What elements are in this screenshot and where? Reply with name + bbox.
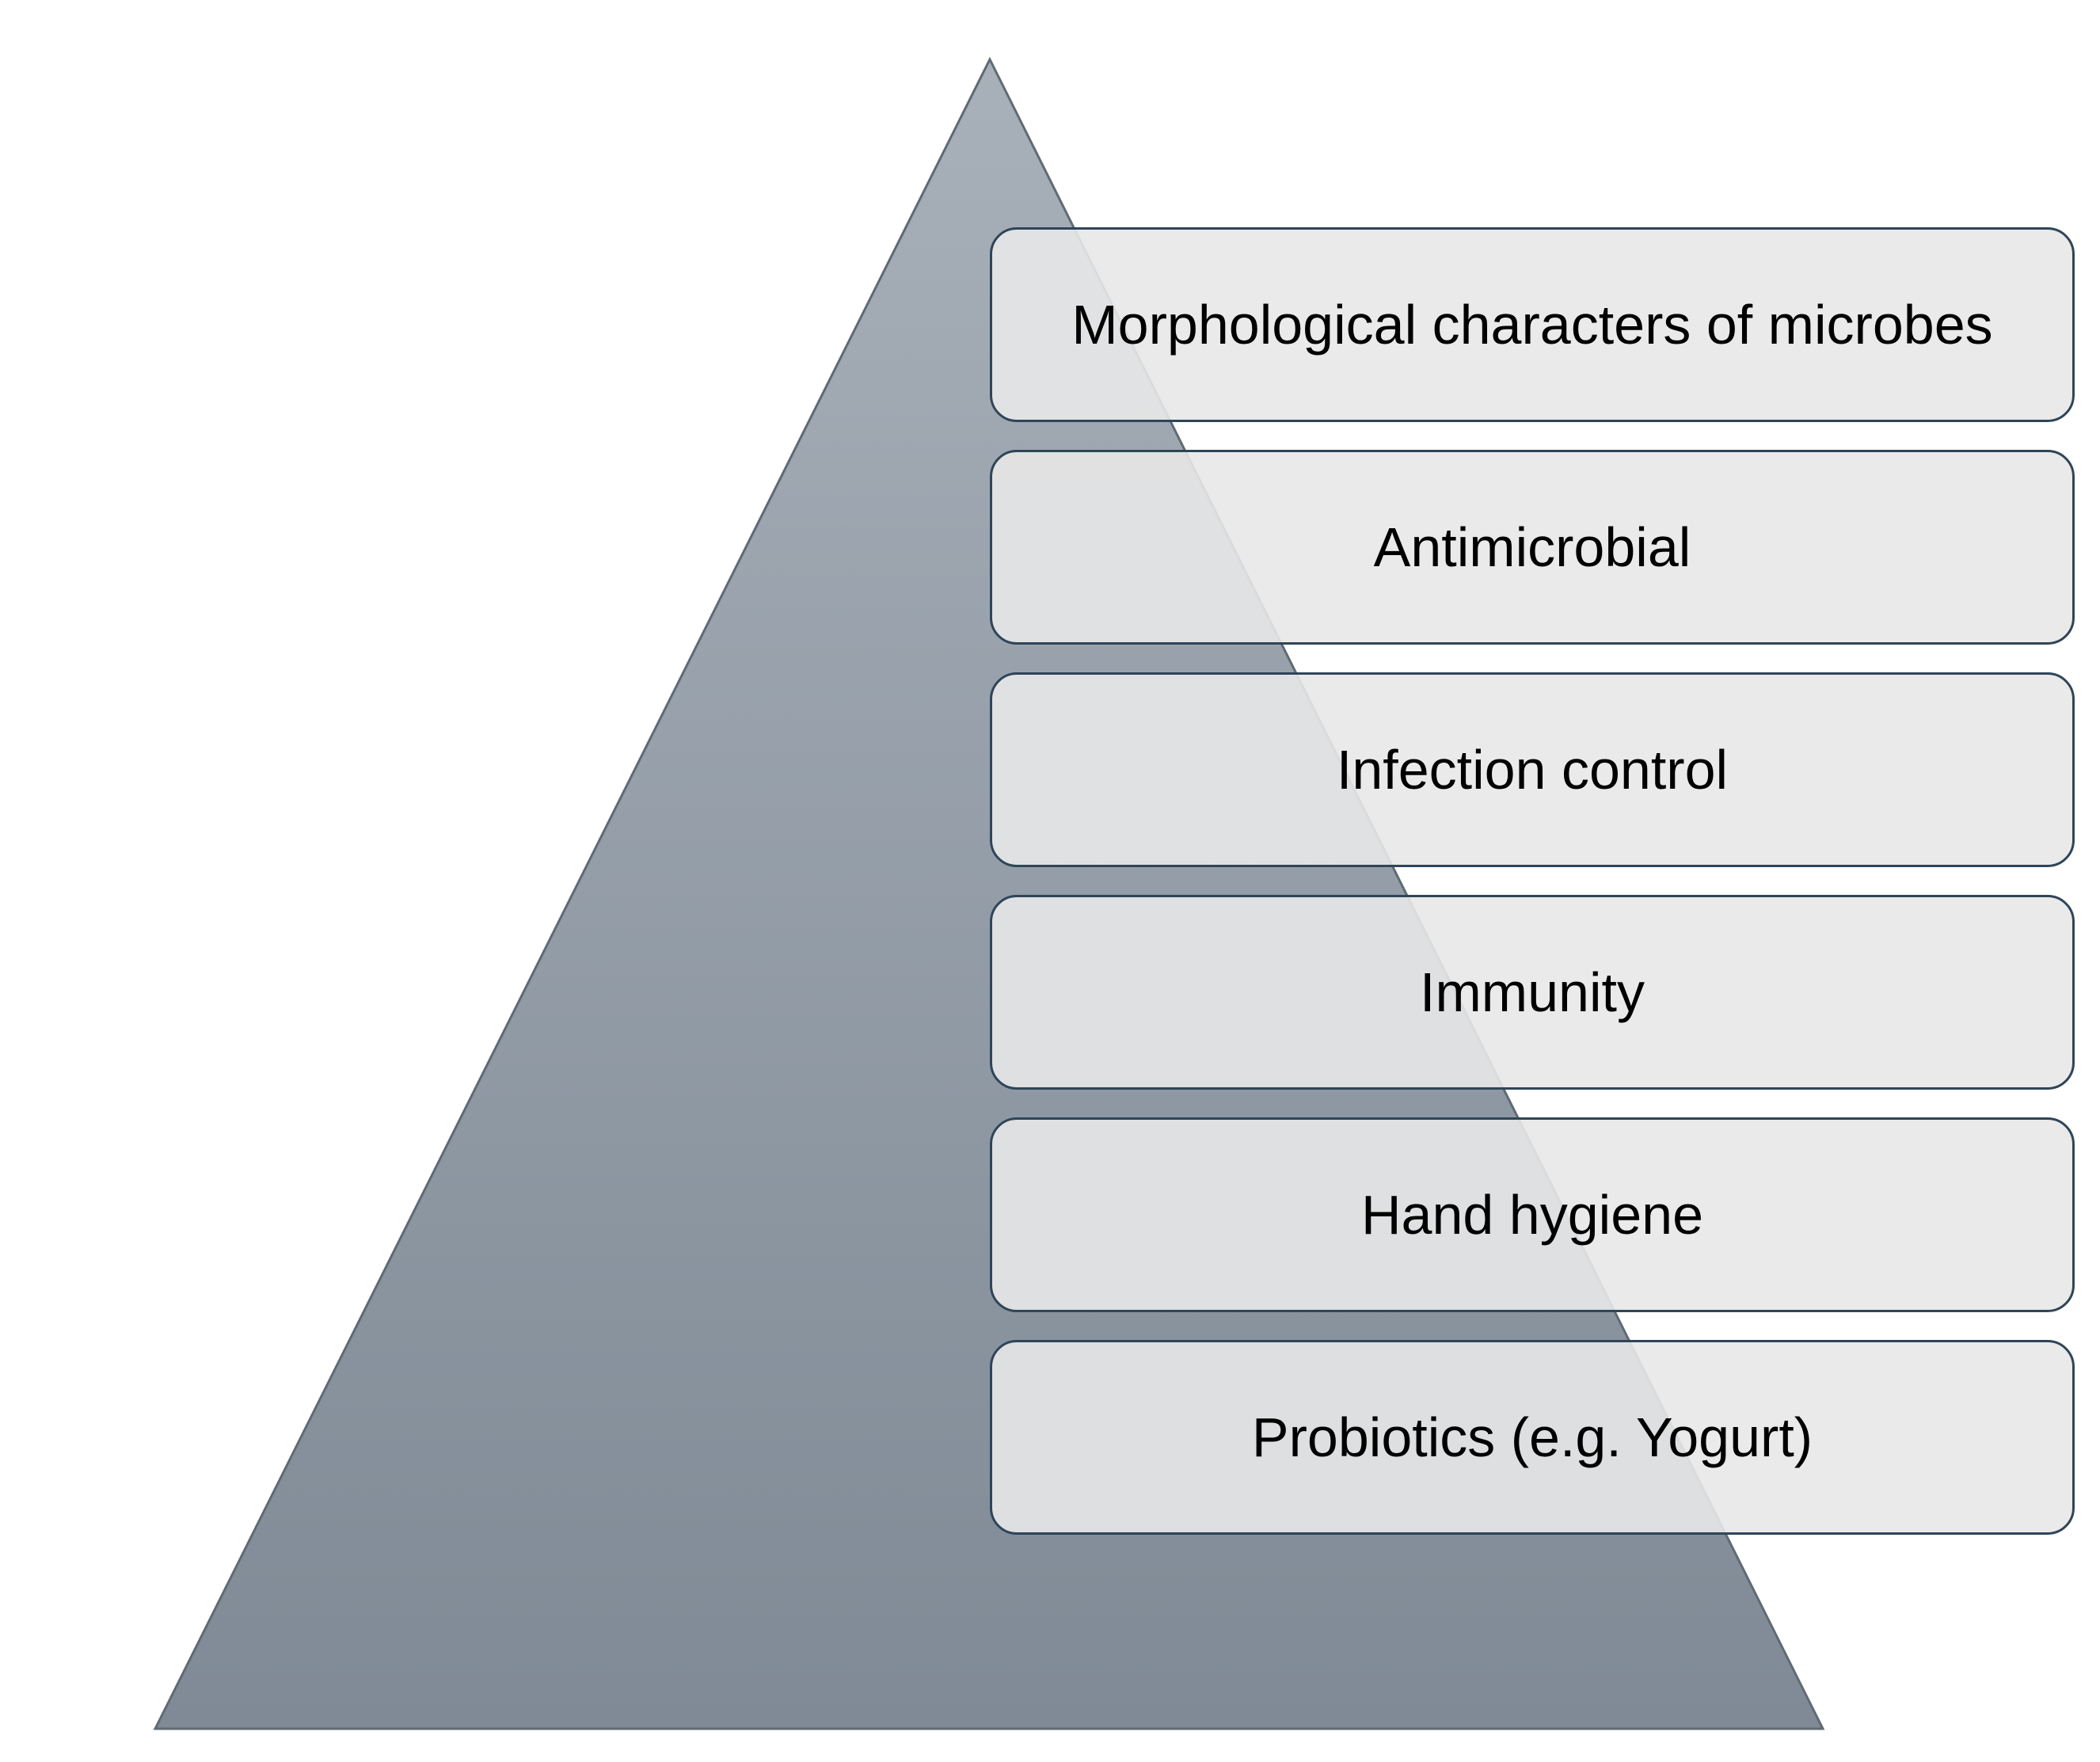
tier-label: Immunity <box>1420 961 1645 1023</box>
tier-box-morphological-characters: Morphological characters of microbes <box>990 227 2075 422</box>
tier-box-antimicrobial: Antimicrobial <box>990 450 2075 645</box>
tier-label: Infection control <box>1336 739 1729 801</box>
tier-box-infection-control: Infection control <box>990 672 2075 867</box>
tier-box-immunity: Immunity <box>990 895 2075 1090</box>
tier-box-probiotics: Probiotics (e.g. Yogurt) <box>990 1340 2075 1535</box>
tier-label: Hand hygiene <box>1361 1184 1703 1246</box>
tier-label: Probiotics (e.g. Yogurt) <box>1251 1406 1813 1468</box>
tier-box-hand-hygiene: Hand hygiene <box>990 1117 2075 1312</box>
tier-label: Morphological characters of microbes <box>1071 294 1993 356</box>
tier-label: Antimicrobial <box>1373 516 1691 578</box>
